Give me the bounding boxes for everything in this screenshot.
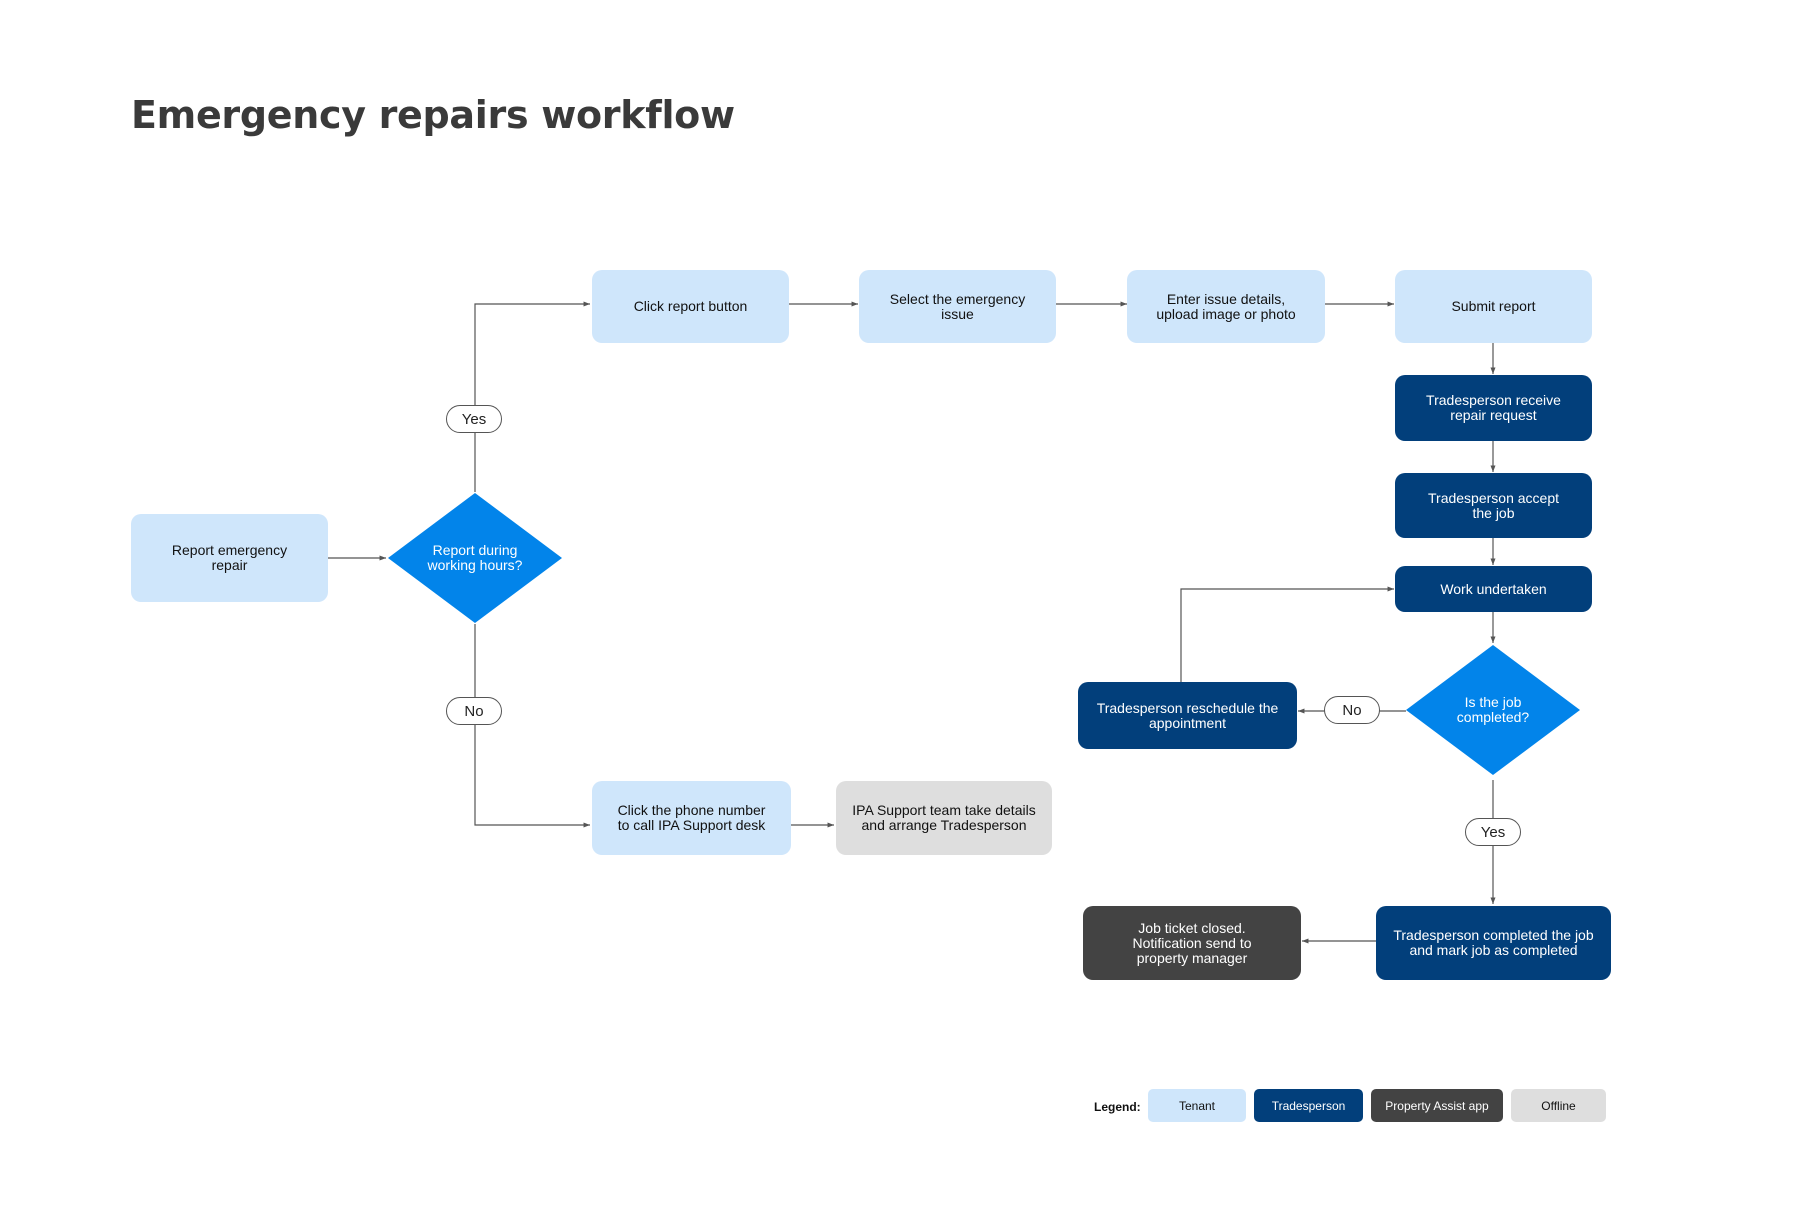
- node-report-emergency-repair: Report emergency repair: [131, 514, 328, 602]
- decision-working-hours: Report during working hours?: [388, 493, 562, 623]
- node-tradesperson-completed-job: Tradesperson completed the job and mark …: [1376, 906, 1611, 980]
- node-job-ticket-closed: Job ticket closed. Notification send to …: [1083, 906, 1301, 980]
- diamond-shape: [388, 493, 562, 623]
- node-submit-report: Submit report: [1395, 270, 1592, 343]
- page-title: Emergency repairs workflow: [131, 93, 735, 137]
- legend-item-tradesperson: Tradesperson: [1254, 1089, 1363, 1122]
- node-tradesperson-accept-job: Tradesperson accept the job: [1395, 473, 1592, 538]
- decision-job-completed: Is the job completed?: [1406, 645, 1580, 775]
- label-yes-job-completed: Yes: [1465, 818, 1521, 846]
- node-tradesperson-receive-request: Tradesperson receive repair request: [1395, 375, 1592, 441]
- legend-item-property-assist-app: Property Assist app: [1371, 1089, 1503, 1122]
- connector-reschedule-to-work: [1180, 586, 1394, 682]
- label-no-working-hours: No: [446, 697, 502, 725]
- node-ipa-support-team: IPA Support team take details and arrang…: [836, 781, 1052, 855]
- node-enter-issue-details: Enter issue details, upload image or pho…: [1127, 270, 1325, 343]
- label-yes-working-hours: Yes: [446, 405, 502, 433]
- node-call-support-desk: Click the phone number to call IPA Suppo…: [592, 781, 791, 855]
- decision-working-hours-label: Report during working hours?: [427, 542, 523, 573]
- connector-yes-branch: [474, 301, 590, 492]
- node-tradesperson-reschedule: Tradesperson reschedule the appointment: [1078, 682, 1297, 749]
- connector-no-branch: [474, 624, 590, 828]
- diamond-shape: [1406, 645, 1580, 775]
- decision-job-completed-label: Is the job completed?: [1456, 694, 1530, 725]
- legend-item-offline: Offline: [1511, 1089, 1606, 1122]
- legend-item-tenant: Tenant: [1148, 1089, 1246, 1122]
- legend-label: Legend:: [1094, 1100, 1141, 1114]
- node-work-undertaken: Work undertaken: [1395, 566, 1592, 612]
- label-no-job-completed: No: [1324, 696, 1380, 724]
- node-click-report-button: Click report button: [592, 270, 789, 343]
- node-select-emergency-issue: Select the emergency issue: [859, 270, 1056, 343]
